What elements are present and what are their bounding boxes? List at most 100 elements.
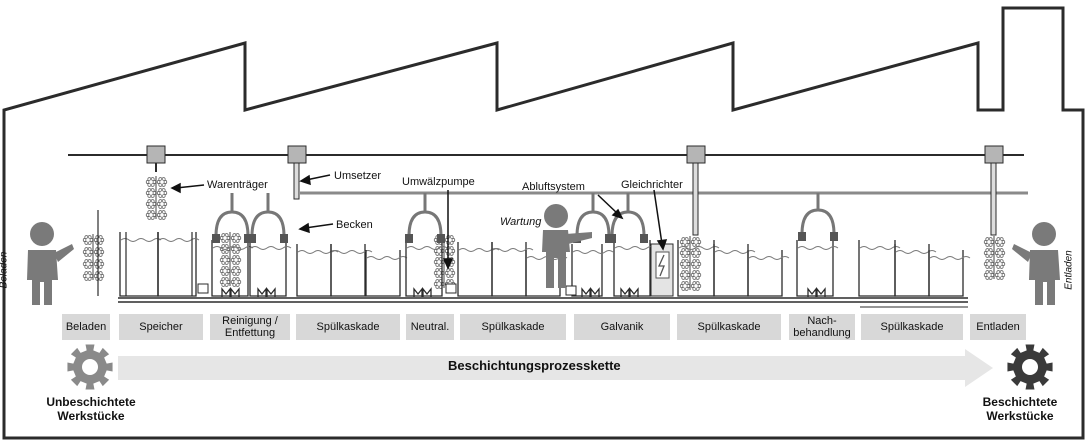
- hood-nozzle: [437, 234, 445, 243]
- tank: [894, 244, 937, 297]
- pump-motor: [445, 283, 457, 294]
- stage-label: Spülkaskade: [880, 321, 944, 333]
- stage-neutral: Neutral.: [406, 314, 454, 340]
- callout-arrows: [170, 174, 668, 270]
- exhaust-hood: [405, 193, 445, 243]
- pump-glyph: [266, 287, 276, 297]
- liquid-surface: [572, 250, 614, 254]
- stage-label: Neutral.: [410, 321, 450, 333]
- workpiece: [693, 272, 699, 278]
- callout-becken: Becken: [336, 219, 373, 231]
- hood-arm: [214, 210, 250, 237]
- stage-label: Galvanik: [600, 321, 644, 333]
- workpiece: [997, 261, 1003, 267]
- pump: [816, 287, 826, 297]
- exhaust-hood: [798, 193, 838, 241]
- workpiece-carriers: [82, 176, 1006, 291]
- workpiece: [436, 270, 442, 276]
- side-label-right: Entladen: [1063, 250, 1075, 290]
- workpiece: [693, 239, 699, 245]
- pump: [807, 287, 817, 297]
- tank-wall: [249, 240, 287, 297]
- workpiece: [222, 235, 228, 241]
- liquid-surface: [678, 246, 720, 250]
- tank-wall: [796, 240, 834, 297]
- callout-abluftsystem: Abluftsystem: [522, 181, 585, 193]
- pump: [620, 287, 630, 297]
- exhaust-hood: [608, 193, 648, 243]
- tank: [330, 244, 373, 297]
- workpiece: [233, 235, 239, 241]
- liquid-surface: [797, 246, 839, 250]
- tank: [249, 240, 292, 297]
- hood-nozzle: [640, 234, 648, 243]
- stage-beladen: Beladen: [62, 314, 110, 340]
- hood-nozzle: [248, 234, 256, 243]
- pump-glyph: [413, 287, 423, 297]
- pump: [590, 287, 600, 297]
- workpiece: [233, 257, 239, 263]
- workpiece: [436, 248, 442, 254]
- workpiece: [222, 257, 228, 263]
- tank-wall: [365, 250, 401, 297]
- pump: [266, 287, 276, 297]
- workpiece: [148, 190, 154, 196]
- hood-arm: [407, 210, 443, 237]
- hood-nozzle: [212, 234, 220, 243]
- workpiece: [436, 281, 442, 287]
- workpiece: [148, 212, 154, 218]
- workpiece: [997, 272, 1003, 278]
- pump-glyph: [581, 287, 591, 297]
- liquid-surface: [929, 256, 971, 260]
- pump-motor: [197, 283, 209, 294]
- liquid-surface: [331, 250, 373, 254]
- pump-glyph: [257, 287, 267, 297]
- liquid-surface: [250, 246, 292, 250]
- tank: [796, 240, 839, 297]
- pump-glyph: [816, 287, 826, 297]
- workpiece: [159, 179, 165, 185]
- hood-nozzle: [798, 232, 806, 241]
- pump: [257, 287, 267, 297]
- tank: [747, 250, 790, 297]
- workpiece: [997, 239, 1003, 245]
- tank-wall: [330, 244, 366, 297]
- stage-label: Beladen: [65, 321, 107, 333]
- tank: [928, 250, 971, 297]
- stage-label: Speicher: [139, 321, 183, 333]
- pump-glyph: [629, 287, 639, 297]
- workpiece: [159, 212, 165, 218]
- workpiece: [159, 190, 165, 196]
- tank-wall: [747, 250, 783, 297]
- stage-entladen: Entladen: [970, 314, 1026, 340]
- liquid-surface: [895, 250, 937, 254]
- rectifier-box: [650, 243, 674, 297]
- callout-umsetzer: Umsetzer: [334, 170, 382, 182]
- workpiece: [986, 239, 992, 245]
- transporter-1: [146, 145, 166, 172]
- stage-nachbehandlung: Nach- behandlung: [789, 314, 855, 340]
- stage-galvanik: Galvanik: [574, 314, 670, 340]
- workpiece-carrier: [983, 236, 1006, 280]
- pump-motor: [565, 285, 577, 296]
- stage-speicher: Speicher: [119, 314, 203, 340]
- workpiece: [85, 273, 91, 279]
- pump-glyph: [221, 287, 231, 297]
- workpiece: [986, 272, 992, 278]
- workpiece: [233, 279, 239, 285]
- end-label: Beschichtete Werkstücke: [982, 395, 1058, 423]
- pump-glyph: [590, 287, 600, 297]
- pump: [221, 287, 231, 297]
- workpiece: [436, 259, 442, 265]
- workpiece: [148, 201, 154, 207]
- workpiece: [85, 237, 91, 243]
- transporter-4: [984, 145, 1004, 236]
- pump-glyph: [807, 287, 817, 297]
- stage-spuelkaskade-3: Spülkaskade: [677, 314, 781, 340]
- workpiece: [693, 261, 699, 267]
- tank-wall: [571, 244, 603, 297]
- tank-wall: [928, 250, 964, 297]
- tank: [157, 232, 200, 297]
- side-label-left: Beladen: [0, 251, 10, 289]
